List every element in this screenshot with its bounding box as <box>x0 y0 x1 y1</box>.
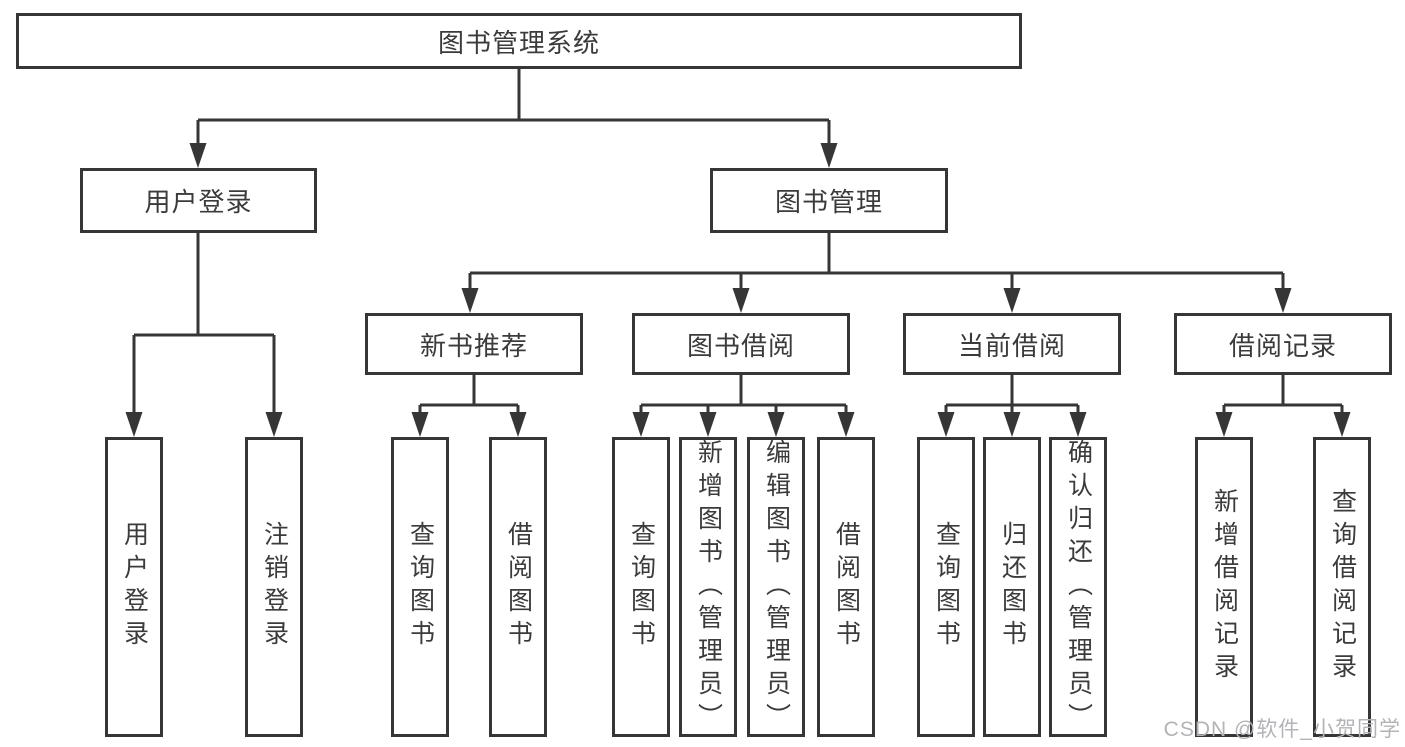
leaf-borrow-books-2: 借阅图书 <box>817 437 875 737</box>
node-label: 图书借阅 <box>686 330 795 361</box>
connector-new-book-to-leaves <box>411 375 527 437</box>
leaf-query-borrow-record: 查询借阅记录 <box>1313 437 1371 737</box>
connector-root-to-level2 <box>189 69 838 168</box>
node-label: 归还图书 <box>998 521 1027 653</box>
node-label: 查询图书 <box>627 521 656 653</box>
connector-borrow-records-to-leaves <box>1215 375 1351 437</box>
node-book-borrow: 图书借阅 <box>632 313 850 375</box>
leaf-query-books-2: 查询图书 <box>612 437 670 737</box>
watermark: CSDN @软件_小贺同学 <box>1163 718 1401 741</box>
leaf-query-books-3: 查询图书 <box>917 437 975 737</box>
connector-current-borrow-to-leaves <box>937 375 1087 437</box>
node-label: 查询图书 <box>932 521 961 653</box>
node-label: 图书管理系统 <box>437 27 600 58</box>
node-label: 查询图书 <box>406 521 435 653</box>
connector-user-login-to-leaves <box>125 233 283 437</box>
leaf-return-book: 归还图书 <box>983 437 1041 737</box>
node-label: 新增图书（管理员） <box>694 438 723 736</box>
leaf-borrow-books-1: 借阅图书 <box>489 437 547 737</box>
node-label: 确认归还（管理员） <box>1064 438 1093 736</box>
node-library-management-system: 图书管理系统 <box>16 13 1022 69</box>
leaf-user-login: 用户登录 <box>105 437 163 737</box>
node-label: 新增借阅记录 <box>1210 488 1239 686</box>
leaf-confirm-return-admin: 确认归还（管理员） <box>1049 437 1107 737</box>
node-borrow-records: 借阅记录 <box>1174 313 1392 375</box>
node-label: 用户登录 <box>120 521 149 653</box>
node-label: 用户登录 <box>144 187 253 217</box>
leaf-add-borrow-record: 新增借阅记录 <box>1195 437 1253 737</box>
leaf-add-book-admin: 新增图书（管理员） <box>679 437 737 737</box>
leaf-query-books-1: 查询图书 <box>391 437 449 737</box>
node-label: 新书推荐 <box>419 330 528 361</box>
node-label: 借阅图书 <box>504 521 533 653</box>
node-label: 编辑图书（管理员） <box>762 438 791 736</box>
leaf-edit-book-admin: 编辑图书（管理员） <box>747 437 805 737</box>
node-current-borrow: 当前借阅 <box>903 313 1121 375</box>
node-new-book-recommend: 新书推荐 <box>365 313 583 375</box>
node-label: 注销登录 <box>260 521 289 653</box>
connector-book-borrow-to-leaves <box>632 375 855 437</box>
node-label: 图书管理 <box>774 187 883 217</box>
node-label: 当前借阅 <box>957 330 1066 361</box>
connector-book-mgmt-to-level3 <box>461 233 1292 313</box>
node-label: 借阅图书 <box>832 521 861 653</box>
leaf-logout: 注销登录 <box>245 437 303 737</box>
node-label: 查询借阅记录 <box>1328 488 1357 686</box>
node-label: 借阅记录 <box>1228 330 1337 361</box>
node-book-management: 图书管理 <box>710 168 948 233</box>
node-user-login: 用户登录 <box>80 168 317 233</box>
